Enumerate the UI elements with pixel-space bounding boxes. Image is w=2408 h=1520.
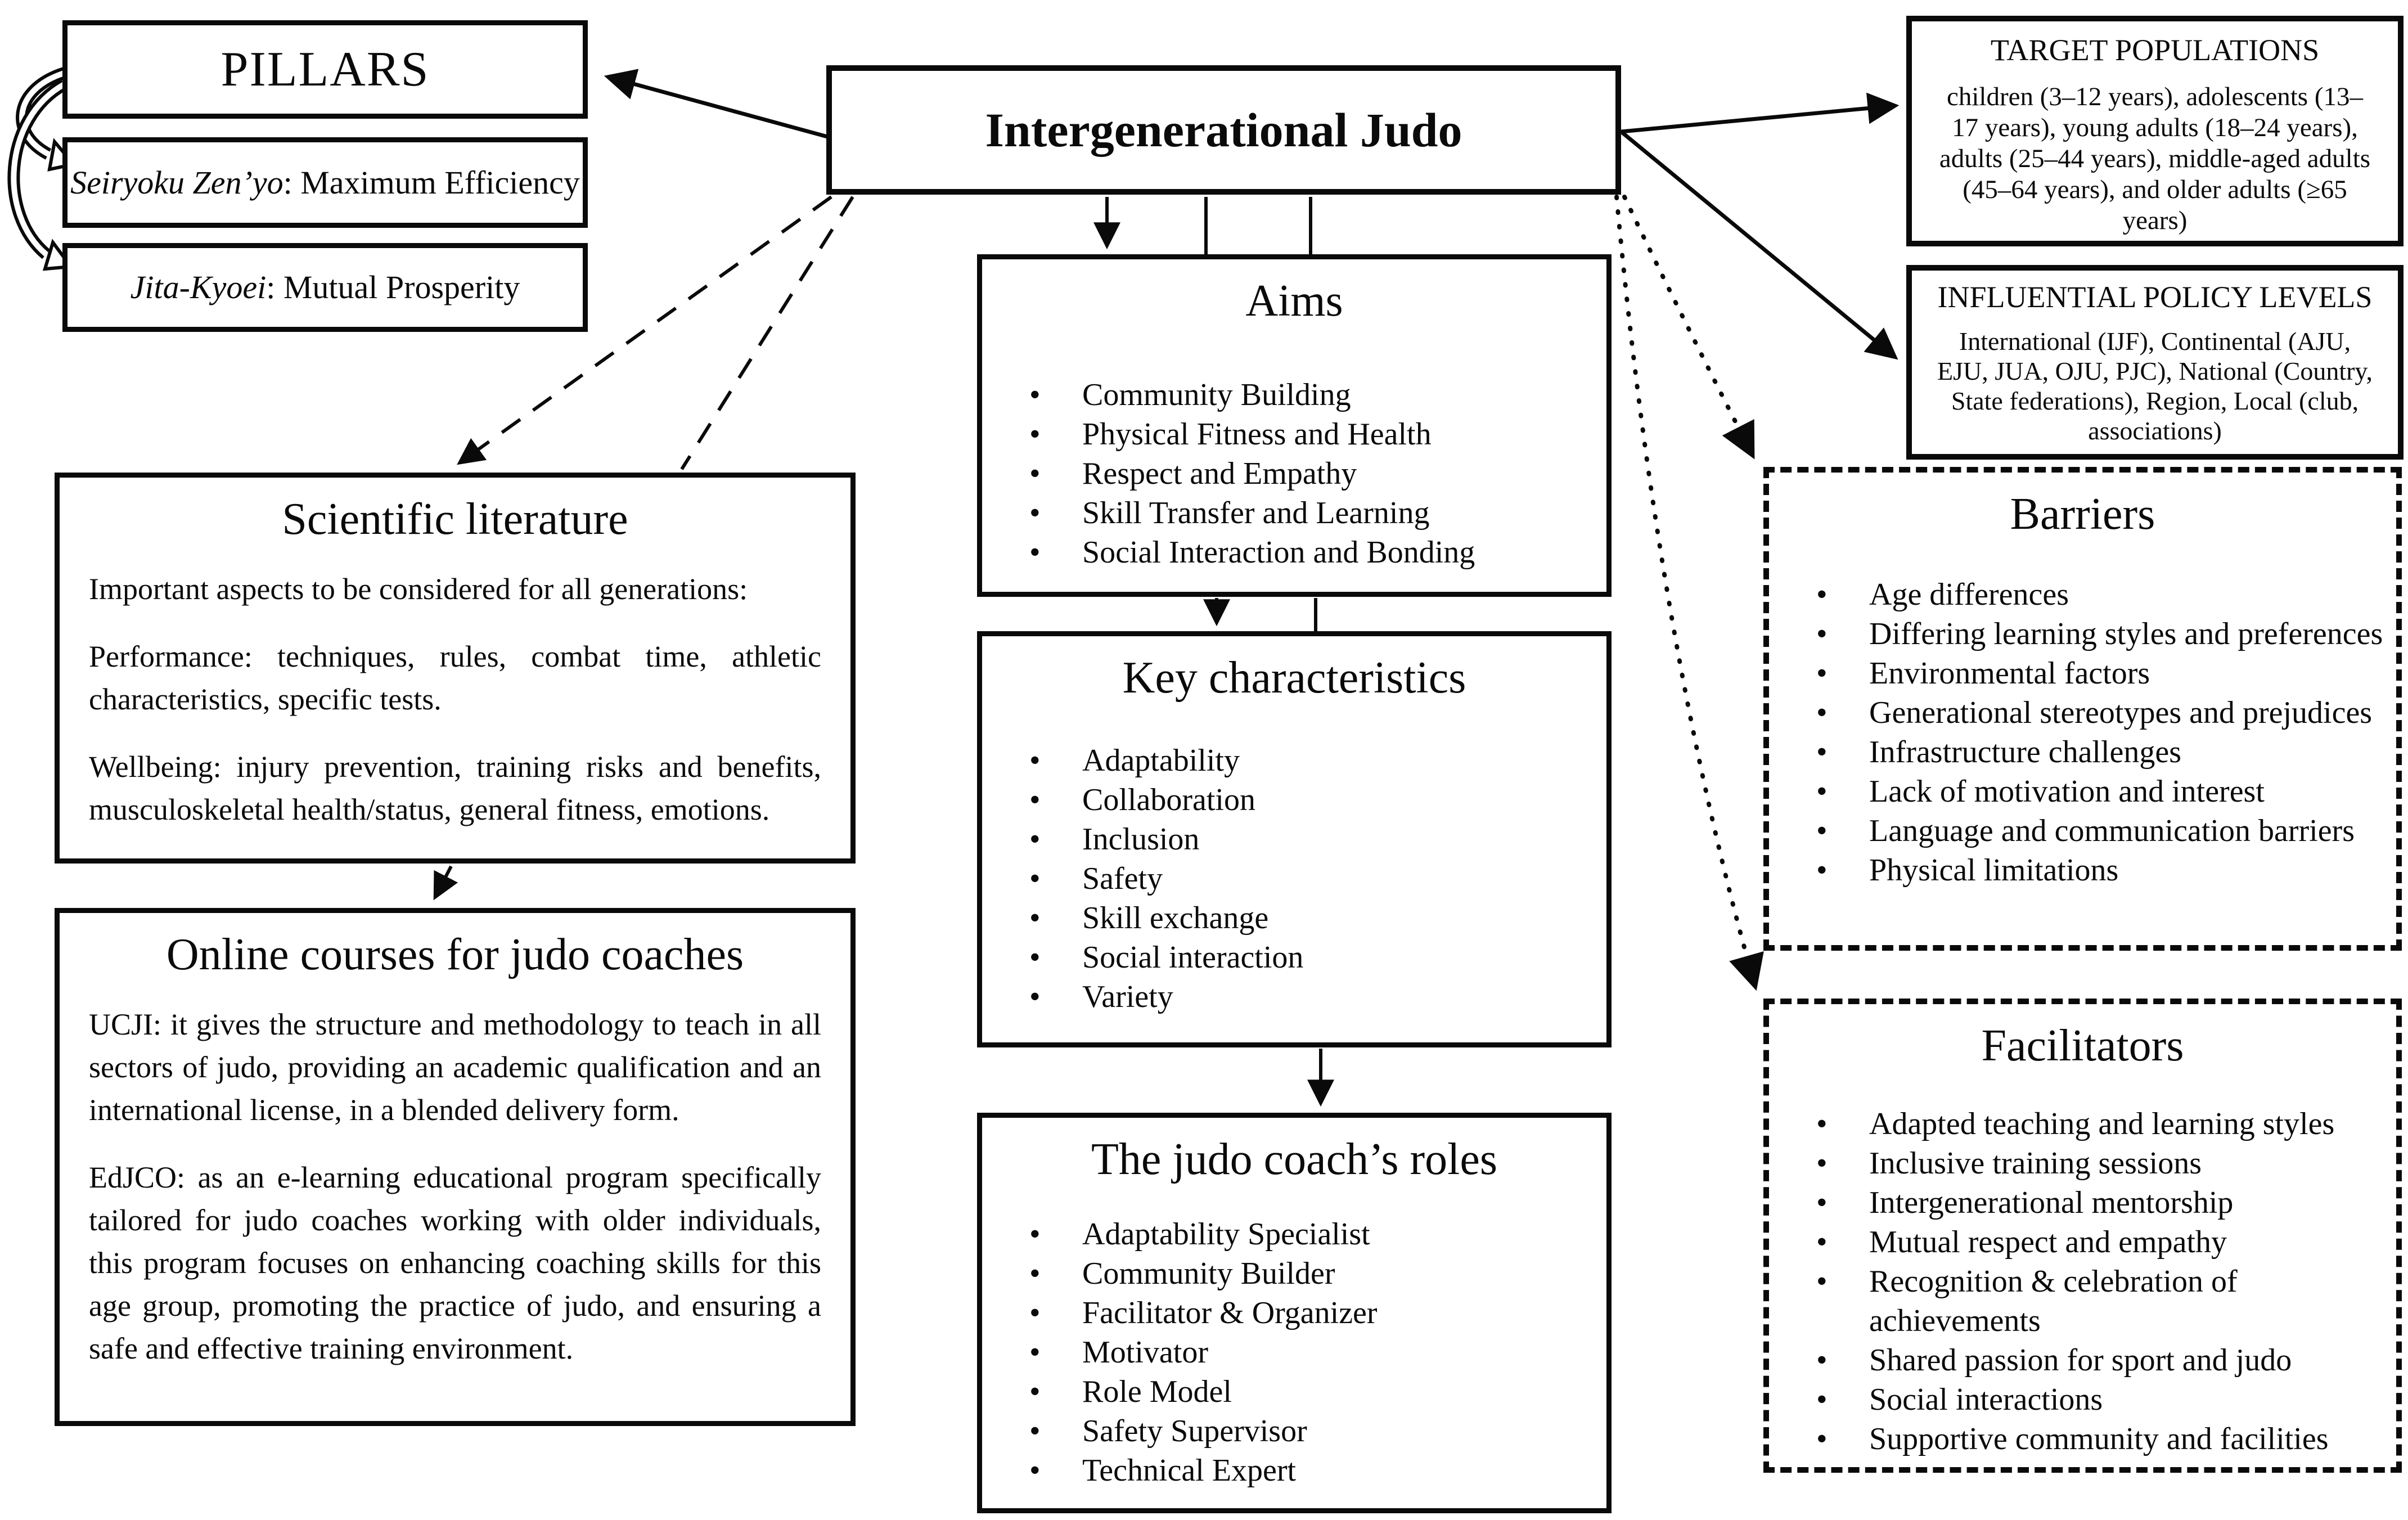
- online-courses-box: Online courses for judo coaches UCJI: it…: [55, 908, 856, 1426]
- target-populations-body: children (3–12 years), adolescents (13–1…: [1939, 82, 2371, 236]
- arrow-title-to-pillars: [604, 69, 828, 139]
- bullet-item: Safety Supervisor: [982, 1411, 1606, 1451]
- coach-roles-list: Adaptability SpecialistCommunity Builder…: [982, 1215, 1606, 1490]
- bullet-item: Community Building: [982, 375, 1606, 415]
- pillar-jita-definition: : Mutual Prosperity: [266, 269, 520, 306]
- bullet-item: Infrastructure challenges: [1769, 732, 2396, 772]
- bullet-item: Respect and Empathy: [982, 454, 1606, 493]
- coach-roles-heading: The judo coach’s roles: [1091, 1135, 1497, 1184]
- pillar-seiryoku-term: Seiryoku Zen’yo: [70, 164, 283, 201]
- bullet-item: Recognition & celebration of achievement…: [1769, 1262, 2396, 1341]
- bullet-item: Collaboration: [982, 780, 1606, 820]
- facilitators-list: Adapted teaching and learning stylesIncl…: [1769, 1104, 2396, 1459]
- facilitators-heading: Facilitators: [1981, 1021, 2184, 1071]
- policy-levels-box: INFLUENTIAL POLICY LEVELS International …: [1906, 265, 2404, 460]
- bullet-item: Generational stereotypes and prejudices: [1769, 693, 2396, 732]
- aims-list: Community BuildingPhysical Fitness and H…: [982, 375, 1606, 572]
- barriers-list: Age differencesDiffering learning styles…: [1769, 575, 2396, 890]
- scientific-literature-paragraph: Wellbeing: injury prevention, training r…: [89, 750, 821, 826]
- pillar-seiryoku-definition: : Maximum Efficiency: [283, 164, 580, 201]
- bullet-item: Age differences: [1769, 575, 2396, 614]
- barriers-heading: Barriers: [2010, 489, 2155, 539]
- bullet-item: Environmental factors: [1769, 654, 2396, 693]
- barriers-box: Barriers Age differencesDiffering learni…: [1763, 467, 2402, 951]
- aims-heading: Aims: [1245, 276, 1343, 326]
- key-characteristics-list: AdaptabilityCollaborationInclusionSafety…: [982, 741, 1606, 1017]
- pillars-box: PILLARS: [62, 20, 588, 119]
- dotted-arrow-title-to-facilitators: [1614, 195, 1764, 991]
- pillar-jita-box: Jita-Kyoei: Mutual Prosperity: [62, 243, 588, 332]
- scientific-literature-box: Scientific literature Important aspects …: [55, 473, 856, 864]
- bullet-item: Adapted teaching and learning styles: [1769, 1104, 2396, 1144]
- curved-arrow-pillars-to-jita: [7, 79, 74, 271]
- scientific-literature-paragraph: Important aspects to be considered for a…: [89, 572, 748, 606]
- coach-roles-box: The judo coach’s roles Adaptability Spec…: [977, 1113, 1612, 1513]
- bullet-item: Supportive community and facilities: [1769, 1419, 2396, 1459]
- pillar-seiryoku-box: Seiryoku Zen’yo: Maximum Efficiency: [62, 137, 588, 228]
- bullet-item: Social interactions: [1769, 1380, 2396, 1419]
- bullet-item: Physical Fitness and Health: [982, 415, 1606, 454]
- key-characteristics-box: Key characteristics AdaptabilityCollabor…: [977, 631, 1612, 1047]
- bullet-item: Shared passion for sport and judo: [1769, 1341, 2396, 1380]
- online-courses-heading: Online courses for judo coaches: [166, 930, 744, 979]
- pillar-jita-label: Jita-Kyoei: Mutual Prosperity: [130, 268, 520, 307]
- facilitators-box: Facilitators Adapted teaching and learni…: [1763, 999, 2402, 1473]
- pillar-seiryoku-label: Seiryoku Zen’yo: Maximum Efficiency: [70, 163, 580, 203]
- arrow-title-to-target-populations: [1621, 92, 1900, 134]
- bullet-item: Adaptability: [982, 741, 1606, 780]
- bullet-item: Physical limitations: [1769, 851, 2396, 890]
- pillar-jita-term: Jita-Kyoei: [130, 269, 267, 306]
- target-populations-box: TARGET POPULATIONS children (3–12 years)…: [1906, 16, 2404, 246]
- bullet-item: Lack of motivation and interest: [1769, 772, 2396, 811]
- aims-box: Aims Community BuildingPhysical Fitness …: [977, 254, 1612, 597]
- bullet-item: Language and communication barriers: [1769, 811, 2396, 851]
- dashed-line-title-to-scientific-literature: [680, 196, 854, 470]
- scientific-literature-heading: Scientific literature: [282, 494, 628, 544]
- bullet-item: Mutual respect and empathy: [1769, 1222, 2396, 1262]
- bullet-item: Intergenerational mentorship: [1769, 1183, 2396, 1222]
- bullet-item: Facilitator & Organizer: [982, 1293, 1606, 1333]
- bullet-item: Role Model: [982, 1372, 1606, 1411]
- bullet-item: Inclusive training sessions: [1769, 1144, 2396, 1183]
- bullet-item: Social Interaction and Bonding: [982, 533, 1606, 572]
- scientific-literature-paragraph: Performance: techniques, rules, combat t…: [89, 640, 821, 716]
- policy-levels-body: International (IJF), Continental (AJU, E…: [1937, 327, 2373, 446]
- bullet-item: Inclusion: [982, 820, 1606, 859]
- bullet-item: Differing learning styles and preference…: [1769, 614, 2396, 654]
- online-courses-paragraph: EdJCO: as an e-learning educational prog…: [89, 1161, 821, 1365]
- pillars-heading: PILLARS: [220, 42, 430, 97]
- bullet-item: Safety: [982, 859, 1606, 898]
- bullet-item: Skill exchange: [982, 898, 1606, 938]
- diagram-title: Intergenerational Judo: [985, 103, 1462, 157]
- key-characteristics-heading: Key characteristics: [1122, 653, 1466, 703]
- bullet-item: Skill Transfer and Learning: [982, 493, 1606, 533]
- bullet-item: Community Builder: [982, 1254, 1606, 1293]
- online-courses-paragraph: UCJI: it gives the structure and methodo…: [89, 1008, 821, 1127]
- target-populations-heading: TARGET POPULATIONS: [1990, 33, 2320, 67]
- bullet-item: Adaptability Specialist: [982, 1215, 1606, 1254]
- dotted-arrow-title-to-barriers: [1622, 195, 1755, 460]
- policy-levels-heading: INFLUENTIAL POLICY LEVELS: [1937, 280, 2373, 314]
- arrow-title-to-policy-levels: [1619, 130, 1898, 360]
- title-box: Intergenerational Judo: [826, 65, 1621, 195]
- bullet-item: Motivator: [982, 1333, 1606, 1372]
- bullet-item: Social interaction: [982, 938, 1606, 977]
- bullet-item: Technical Expert: [982, 1451, 1606, 1490]
- bullet-item: Variety: [982, 977, 1606, 1017]
- dashed-arrow-scientific-literature-to-online-courses: [433, 865, 458, 901]
